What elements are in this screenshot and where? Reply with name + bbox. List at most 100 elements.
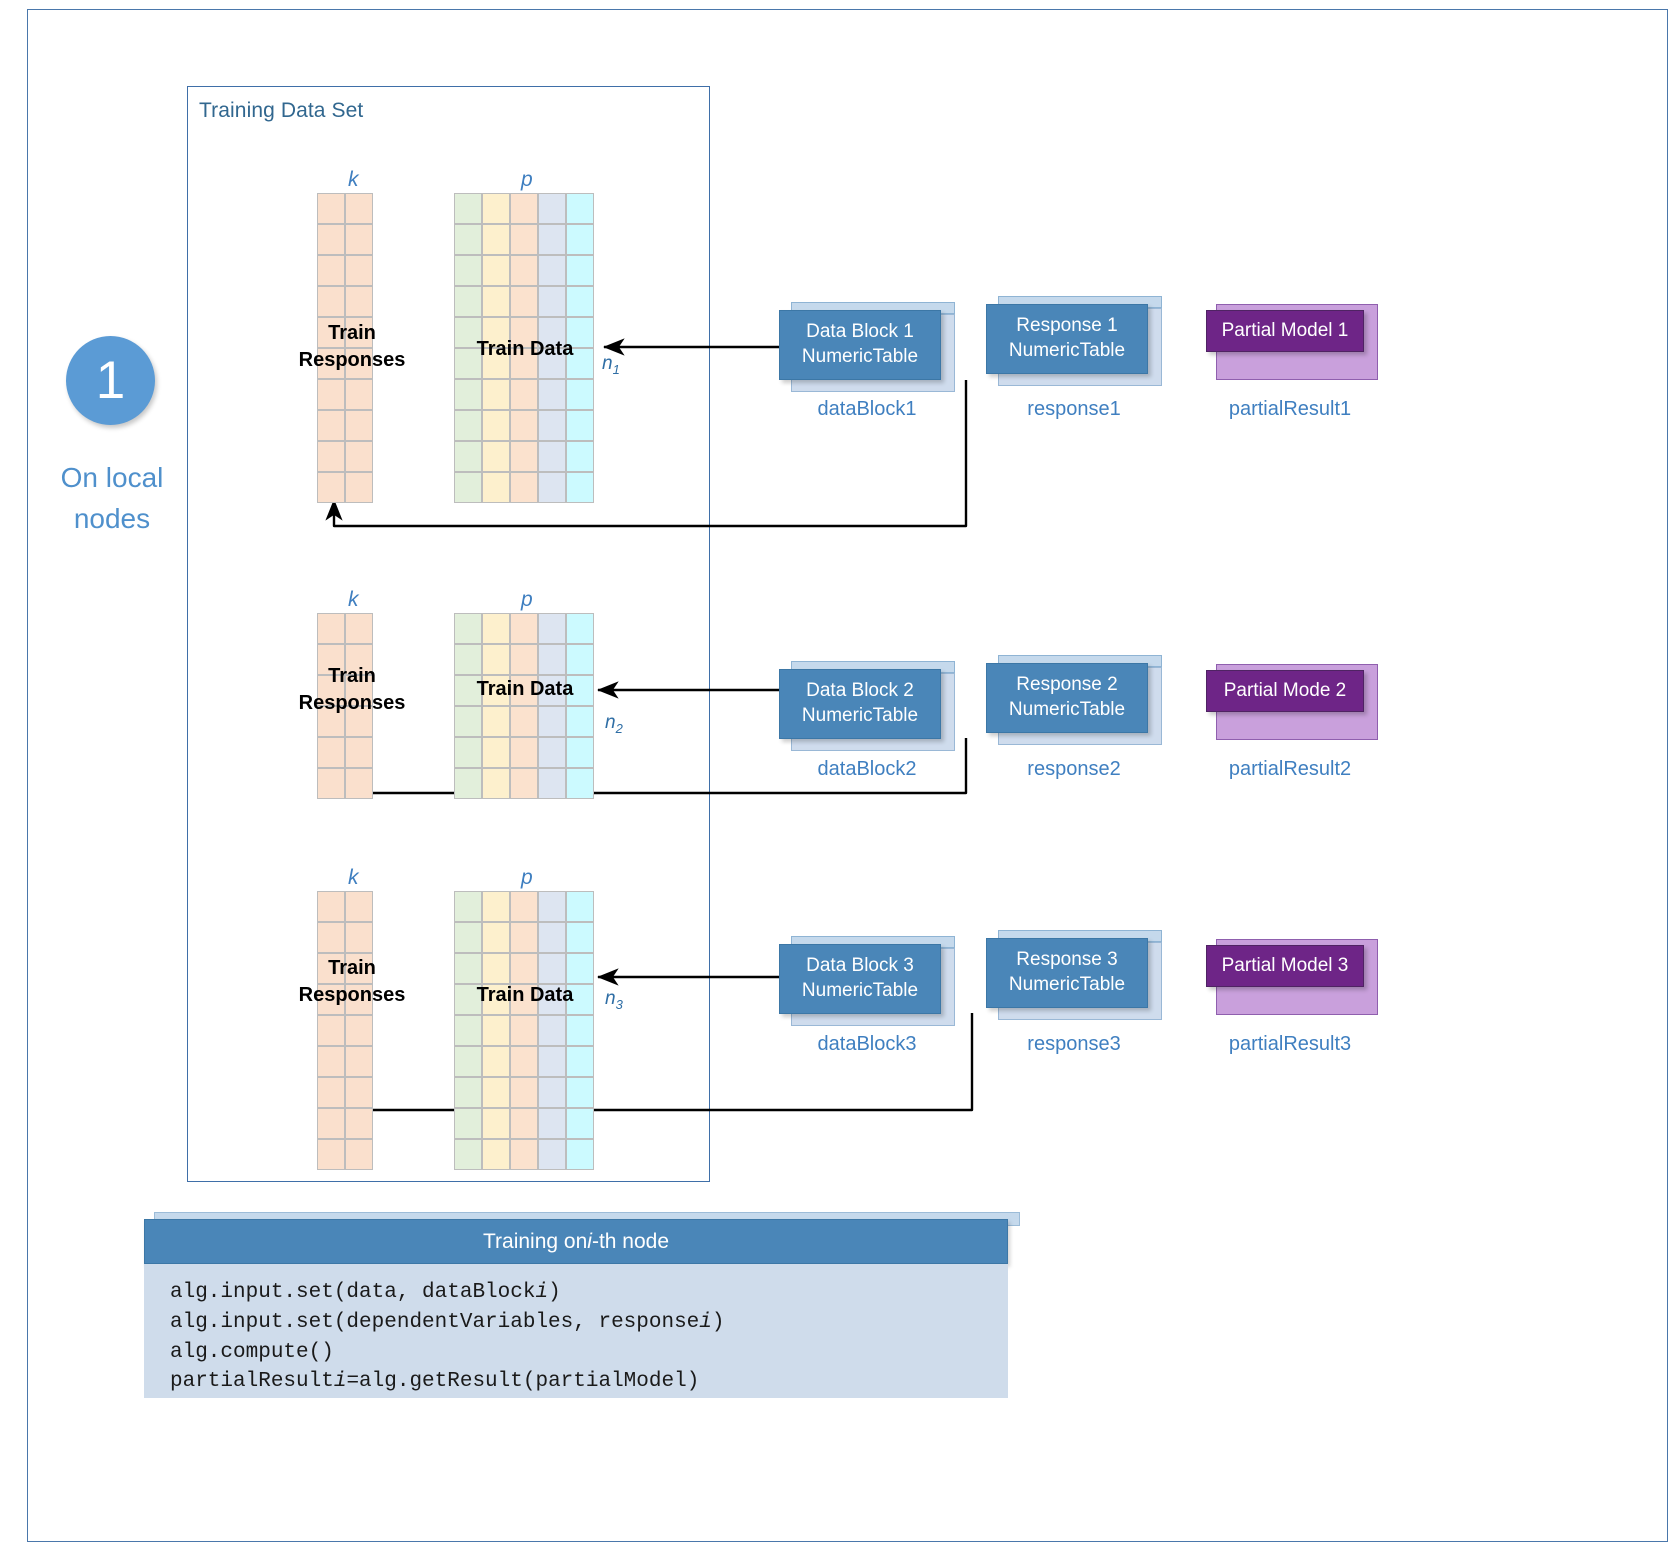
- partial-model-2[interactable]: Partial Mode 2: [1206, 658, 1378, 740]
- n-label-row-3: n3: [605, 988, 623, 1012]
- matrix-cell: [482, 613, 510, 644]
- matrix-cell: [345, 737, 373, 768]
- matrix-cell: [482, 193, 510, 224]
- matrix-cell: [454, 348, 482, 379]
- matrix-cell: [482, 317, 510, 348]
- matrix-cell: [510, 410, 538, 441]
- matrix-cell: [510, 644, 538, 675]
- matrix-cell: [482, 1015, 510, 1046]
- matrix-cell: [510, 1046, 538, 1077]
- partial-model-3[interactable]: Partial Model 3: [1206, 933, 1378, 1015]
- matrix-cell: [317, 193, 345, 224]
- matrix-cell: [317, 224, 345, 255]
- matrix-cell: [538, 286, 566, 317]
- matrix-cell: [538, 613, 566, 644]
- matrix-cell: [454, 1046, 482, 1077]
- matrix-cell: [454, 953, 482, 984]
- matrix-cell: [482, 984, 510, 1015]
- matrix-cell: [566, 922, 594, 953]
- matrix-cell: [538, 1108, 566, 1139]
- code-line: partialResulti=alg.getResult(partialMode…: [170, 1370, 700, 1394]
- code-line: alg.compute(): [170, 1340, 334, 1364]
- matrix-cell: [510, 317, 538, 348]
- matrix-cell: [538, 1077, 566, 1108]
- partial-model-1-caption: partialResult1: [1228, 398, 1352, 420]
- matrix-cell: [345, 922, 373, 953]
- matrix-cell: [538, 441, 566, 472]
- matrix-cell: [566, 1046, 594, 1077]
- matrix-cell: [454, 441, 482, 472]
- matrix-cell: [538, 737, 566, 768]
- matrix-cell: [317, 613, 345, 644]
- matrix-cell: [482, 348, 510, 379]
- training-data-set-panel: [187, 86, 710, 1182]
- matrix-cell: [454, 255, 482, 286]
- matrix-cell: [482, 472, 510, 503]
- matrix-cell: [538, 224, 566, 255]
- matrix-cell: [510, 348, 538, 379]
- step-number: 1: [95, 351, 126, 410]
- matrix-cell: [510, 1077, 538, 1108]
- dim-k-row-2: k: [348, 588, 359, 611]
- matrix-cell: [538, 1139, 566, 1170]
- matrix-cell: [317, 1139, 345, 1170]
- data-block-3-caption: dataBlock3: [817, 1033, 917, 1055]
- dim-k-row-1: k: [348, 168, 359, 191]
- train-responses-matrix-row-2: [317, 613, 373, 799]
- matrix-cell: [482, 286, 510, 317]
- matrix-cell: [482, 224, 510, 255]
- matrix-cell: [482, 379, 510, 410]
- data-block-2-caption: dataBlock2: [817, 758, 917, 780]
- matrix-cell: [482, 1077, 510, 1108]
- matrix-cell: [454, 224, 482, 255]
- matrix-cell: [317, 768, 345, 799]
- matrix-cell: [317, 441, 345, 472]
- matrix-cell: [538, 410, 566, 441]
- matrix-cell: [345, 1108, 373, 1139]
- matrix-cell: [566, 768, 594, 799]
- matrix-cell: [538, 255, 566, 286]
- matrix-cell: [482, 891, 510, 922]
- matrix-cell: [566, 348, 594, 379]
- matrix-cell: [566, 953, 594, 984]
- matrix-cell: [345, 441, 373, 472]
- matrix-cell: [482, 706, 510, 737]
- train-data-matrix-row-2: [454, 613, 594, 799]
- matrix-cell: [510, 1108, 538, 1139]
- matrix-cell: [566, 737, 594, 768]
- matrix-cell: [510, 675, 538, 706]
- train-responses-matrix-row-3: [317, 891, 373, 1170]
- matrix-cell: [317, 317, 345, 348]
- matrix-cell: [538, 768, 566, 799]
- matrix-cell: [317, 953, 345, 984]
- matrix-cell: [345, 472, 373, 503]
- matrix-cell: [345, 379, 373, 410]
- matrix-cell: [538, 472, 566, 503]
- matrix-cell: [566, 1077, 594, 1108]
- partial-model-1[interactable]: Partial Model 1: [1206, 298, 1378, 380]
- matrix-cell: [345, 286, 373, 317]
- partial-model-2-caption: partialResult2: [1228, 758, 1352, 780]
- matrix-cell: [566, 255, 594, 286]
- response-1-caption: response1: [1027, 398, 1121, 420]
- matrix-cell: [454, 1139, 482, 1170]
- matrix-cell: [454, 706, 482, 737]
- step-number-badge: 1: [66, 336, 155, 425]
- matrix-cell: [345, 1139, 373, 1170]
- matrix-cell: [510, 613, 538, 644]
- matrix-cell: [482, 410, 510, 441]
- matrix-cell: [510, 255, 538, 286]
- matrix-cell: [538, 1046, 566, 1077]
- matrix-cell: [566, 193, 594, 224]
- matrix-cell: [566, 379, 594, 410]
